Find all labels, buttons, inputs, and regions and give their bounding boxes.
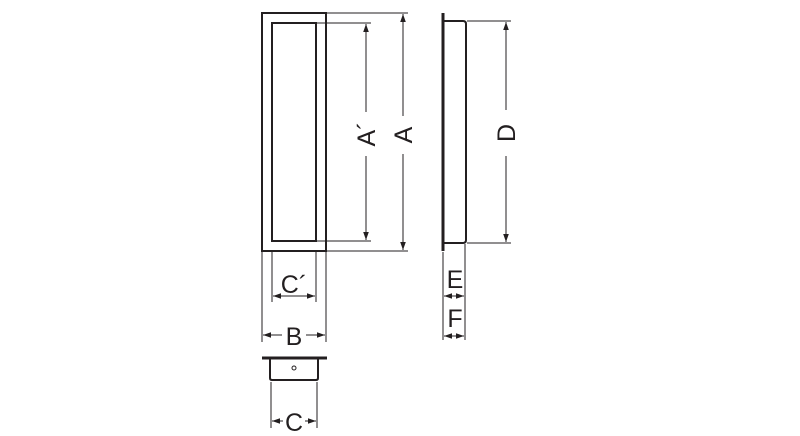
f-label: F	[447, 305, 462, 333]
body-outline	[269, 358, 319, 381]
body-profile	[443, 20, 467, 244]
screw-hole	[291, 365, 297, 371]
d-label: D	[493, 124, 521, 142]
a-prime-label: A´	[353, 122, 381, 147]
b-label: B	[286, 323, 303, 351]
c-label: C	[285, 409, 303, 436]
front-view: A´ A C´ B	[261, 12, 418, 351]
side-view: D E F	[441, 13, 521, 340]
outer-frame	[261, 12, 327, 252]
e-label: E	[447, 266, 464, 294]
c-prime-label: C´	[281, 271, 307, 299]
a-label: A	[390, 126, 418, 143]
bottom-view: C	[262, 356, 327, 436]
inner-recess	[271, 22, 317, 242]
